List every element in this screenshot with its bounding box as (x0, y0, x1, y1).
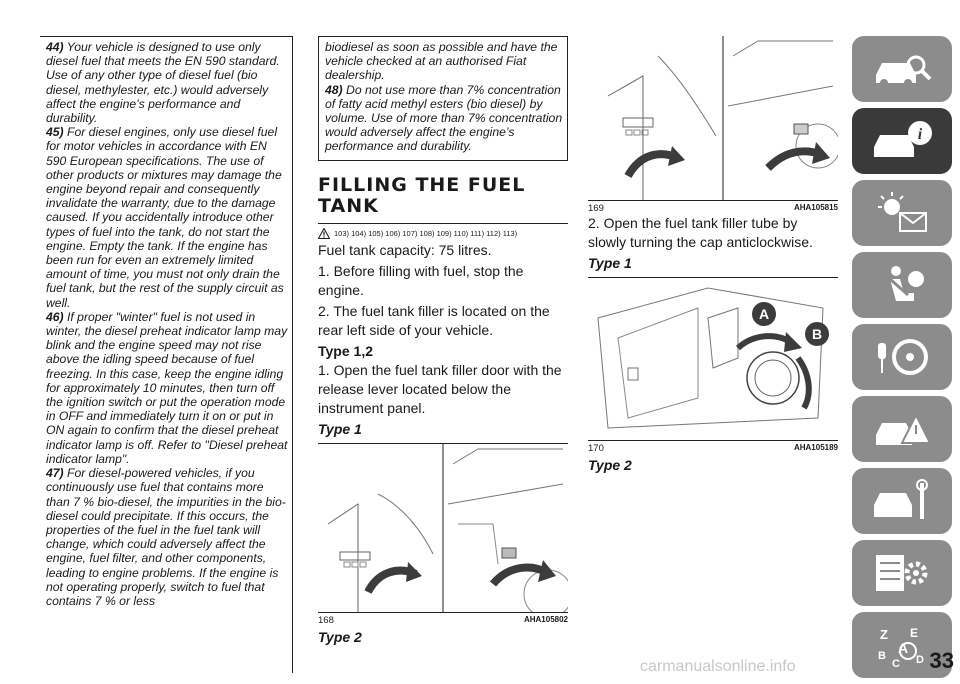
tab-car-search[interactable] (852, 36, 952, 102)
note-number: 46) (46, 309, 64, 324)
tab-airbag-seat[interactable] (852, 252, 952, 318)
tab-warning-lights[interactable] (852, 180, 952, 246)
tab-car-service[interactable] (852, 468, 952, 534)
note-46: 46) If proper "winter" fuel is not used … (46, 310, 288, 466)
note-text: Your vehicle is designed to use only die… (46, 40, 280, 126)
note-text: For diesel engines, only use diesel fuel… (46, 125, 284, 310)
tab-breakdown[interactable] (852, 396, 952, 462)
label-a-marker (752, 302, 776, 326)
note-text: If proper "winter" fuel is not used in w… (46, 309, 288, 466)
car-service-icon (874, 479, 928, 519)
label-b-marker (805, 322, 829, 346)
svg-text:A: A (898, 640, 908, 656)
fuel-capacity: Fuel tank capacity: 75 litres. (318, 241, 492, 258)
note-45: 45) For diesel engines, only use diesel … (46, 125, 288, 310)
warning-references: 103) 104) 105) 106) 107) 108) 109) 110) … (318, 222, 568, 239)
steering-key-icon (878, 339, 928, 375)
figure-code: AHA105802 (523, 614, 568, 624)
section-heading: FILLING THE FUEL TANK (318, 173, 526, 217)
figure-169-caption: 169 AHA105815 (588, 203, 838, 214)
notes-column: 44) Your vehicle is designed to use only… (40, 36, 293, 673)
figure-number: 170 (588, 443, 604, 454)
svg-text:C: C (892, 658, 900, 669)
figure-170: A B (588, 277, 838, 441)
page-number: 33 (929, 648, 954, 673)
warning-triangle-icon (318, 227, 330, 239)
car-search-icon (876, 55, 932, 87)
note-48: 48) Do not use more than 7% concentratio… (325, 83, 563, 154)
type-1-2-heading: Type 1,2 (318, 342, 373, 359)
notes-list: 44) Your vehicle is designed to use only… (40, 37, 292, 608)
type-1-label: Type 1 (588, 255, 632, 271)
step-2-filler-location: 2. The fuel tank filler is located on th… (318, 302, 550, 338)
tab-car-info[interactable]: i (852, 108, 952, 174)
step-1-stop-engine: 1. Before filling with fuel, stop the en… (318, 262, 524, 298)
note-text: Do not use more than 7% concentration of… (325, 82, 563, 154)
svg-text:Z: Z (880, 627, 888, 642)
label-b: B (812, 326, 822, 342)
release-lever-type2-illustration (607, 36, 841, 200)
note-44: 44) Your vehicle is designed to use only… (46, 40, 288, 125)
step-1-open-door: 1. Open the fuel tank filler door with t… (318, 361, 562, 416)
release-lever-illustration (327, 443, 573, 619)
label-a: A (759, 306, 769, 322)
right-column: 169 AHA105815 2. Open the fuel tank fill… (588, 36, 841, 475)
svg-text:B: B (878, 650, 886, 662)
note-47: 47) For diesel-powered vehicles, if you … (46, 466, 288, 608)
figure-code: AHA105189 (793, 443, 838, 452)
watermark: carmanualsonline.info (640, 658, 796, 675)
index-az-icon: Z EAB D C (878, 626, 924, 669)
car-info-icon: i (874, 121, 932, 157)
note-number: 48) (325, 82, 343, 97)
svg-text:i: i (918, 126, 923, 143)
note-number: 45) (46, 125, 64, 140)
tab-specs[interactable] (852, 540, 952, 606)
note-number: 44) (46, 40, 64, 54)
step-2-open-filler-tube: 2. Open the fuel tank filler tube by slo… (588, 215, 813, 250)
note-47-continued: biodiesel as soon as possible and have t… (325, 40, 558, 83)
airbag-seat-icon (889, 266, 924, 301)
figure-number: 169 (588, 203, 604, 214)
figure-number: 168 (318, 614, 334, 626)
type-2-label: Type 2 (588, 457, 632, 473)
figure-170-caption: 170 AHA105189 (588, 443, 838, 454)
tab-steering-key[interactable] (852, 324, 952, 390)
figure-code: AHA105815 (793, 203, 838, 212)
svg-text:E: E (910, 626, 918, 640)
svg-text:D: D (916, 654, 924, 666)
type-1-label: Type 1 (318, 420, 362, 437)
type-2-label: Type 2 (318, 628, 362, 645)
notes-continued-box: biodiesel as soon as possible and have t… (318, 36, 568, 161)
figure-168 (318, 442, 573, 619)
breakdown-warning-icon (876, 412, 932, 445)
reference-numbers: 103) 104) 105) 106) 107) 108) 109) 110) … (334, 228, 518, 238)
note-number: 47) (46, 466, 64, 481)
middle-column: biodiesel as soon as possible and have t… (318, 36, 573, 647)
warning-lights-icon (878, 192, 927, 232)
specs-gear-icon (876, 555, 928, 591)
fuel-cap-illustration: A B (597, 287, 829, 429)
note-text: For diesel-powered vehicles, if you cont… (46, 466, 286, 608)
figure-168-caption: 168 AHA105802 (318, 615, 568, 626)
figure-169 (588, 36, 841, 201)
